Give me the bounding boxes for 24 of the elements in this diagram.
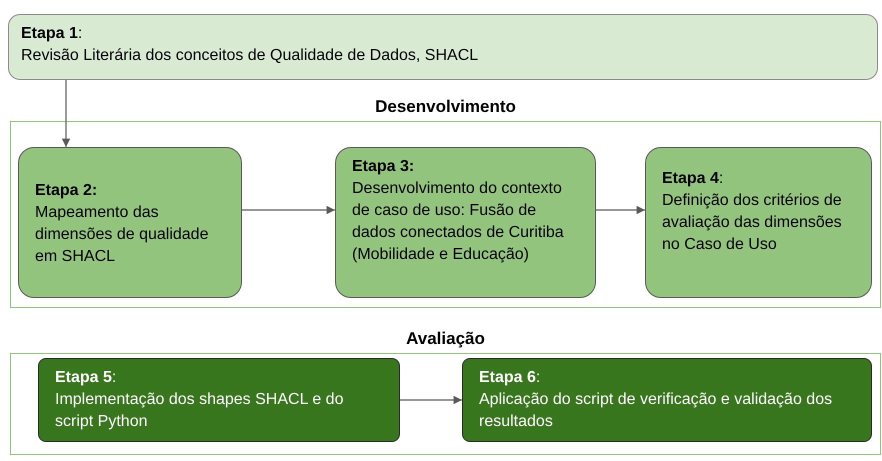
arrow bbox=[400, 396, 462, 404]
step-title: Etapa 3: bbox=[352, 157, 416, 177]
step-description: Aplicação do script de verificação e validação dos resultados bbox=[479, 390, 834, 432]
arrow bbox=[596, 206, 645, 214]
step-box bbox=[462, 358, 872, 442]
step-description: Definição dos critérios de avaliação das dimensões no Caso de Uso bbox=[662, 191, 843, 255]
section-heading: Desenvolvimento bbox=[374, 96, 517, 118]
step-box bbox=[8, 14, 878, 80]
step-box bbox=[38, 358, 400, 442]
step-title: Etapa 6: bbox=[479, 368, 542, 388]
step-title: Etapa 4: bbox=[662, 169, 724, 189]
step-title: Etapa 1: bbox=[21, 24, 84, 44]
section-heading: Avaliação bbox=[405, 328, 486, 350]
step-description: Desenvolvimento do contexto de caso de uso: Fusão de dados conectados de Curitiba (Mobilidade e Educação) bbox=[352, 179, 565, 265]
step-description: Revisão Literária dos conceitos de Qualidade de Dados, SHACL bbox=[21, 46, 480, 66]
step-title: Etapa 5: bbox=[55, 368, 118, 388]
step-box bbox=[18, 147, 242, 298]
step-description: Mapeamento das dimensões de qualidade em SHACL bbox=[35, 203, 210, 267]
step-description: Implementação dos shapes SHACL e do script Python bbox=[55, 390, 344, 432]
step-box bbox=[645, 147, 872, 298]
arrow bbox=[242, 206, 335, 214]
arrow bbox=[62, 80, 70, 147]
step-title: Etapa 2: bbox=[35, 181, 98, 201]
step-box bbox=[335, 147, 596, 298]
